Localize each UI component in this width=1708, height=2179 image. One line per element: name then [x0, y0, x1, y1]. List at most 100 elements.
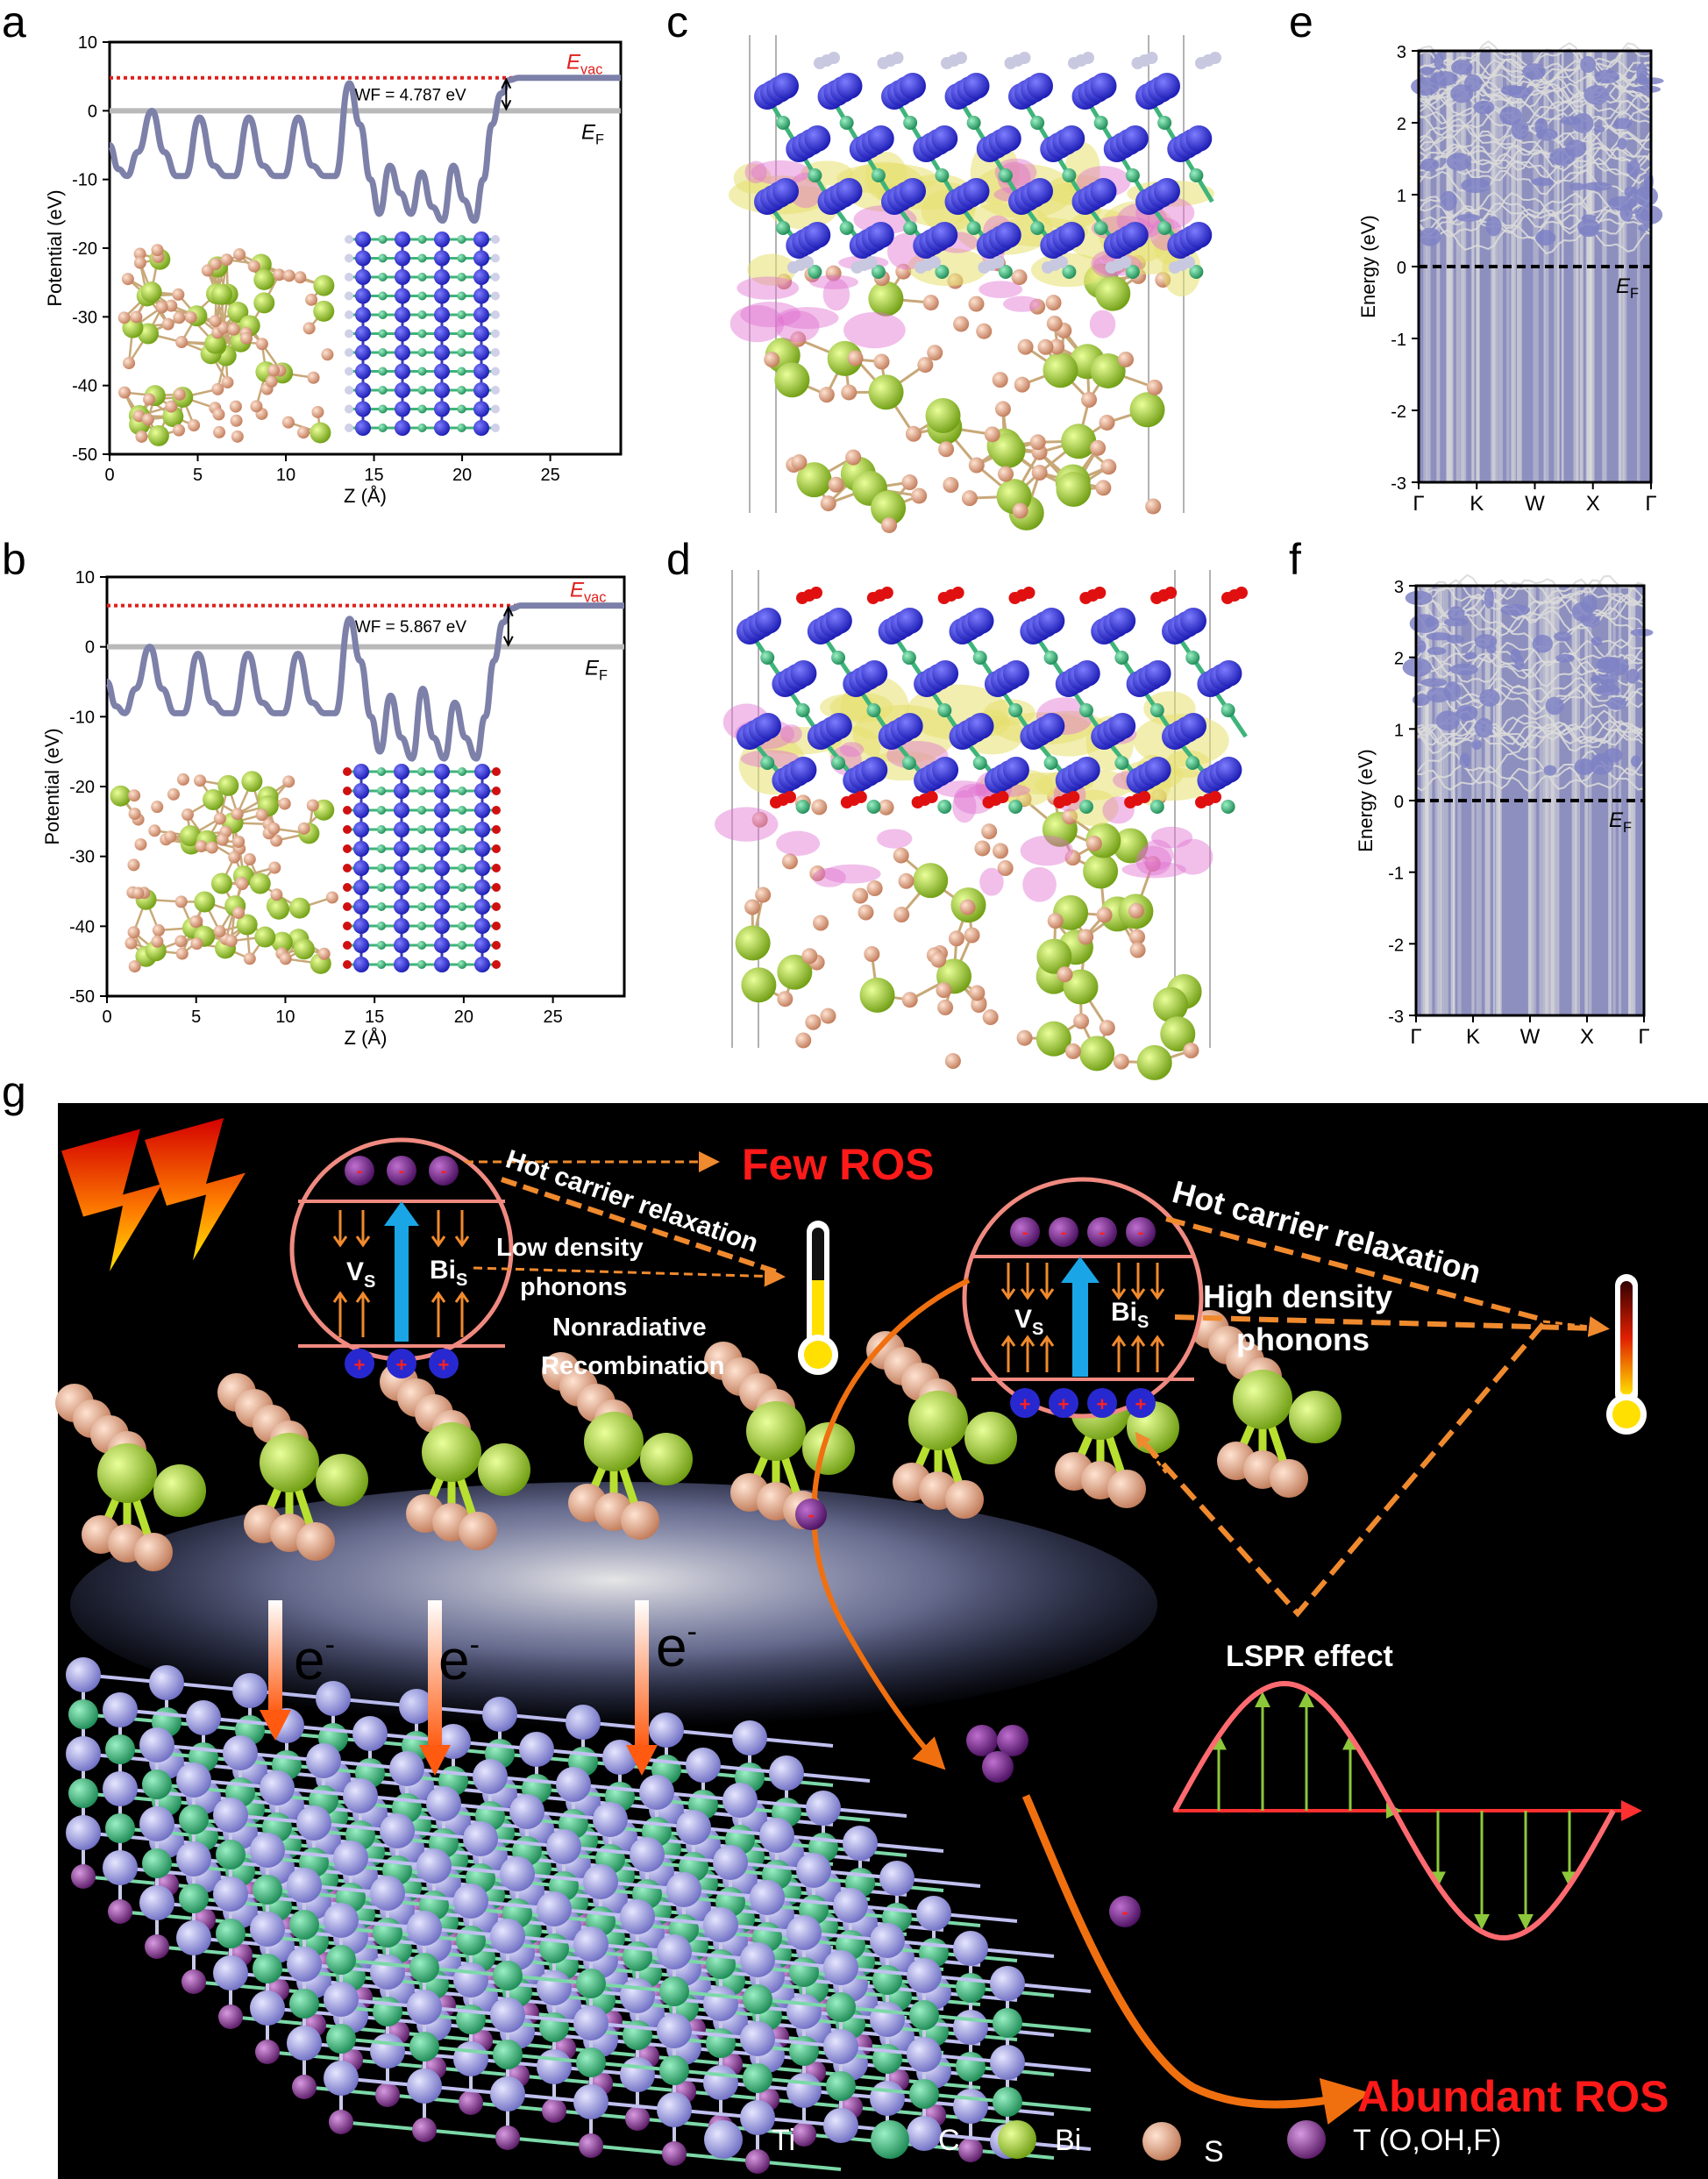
s-atom [125, 936, 138, 950]
s-atom [1099, 414, 1115, 431]
lightning-icon [145, 1118, 246, 1261]
c-atom [289, 1989, 319, 2019]
electron [429, 1156, 459, 1186]
s-atom [621, 1501, 659, 1540]
s-atom [294, 271, 307, 284]
s-atom [971, 997, 987, 1014]
fat-band-weight [1500, 603, 1531, 616]
c-atom [457, 386, 466, 395]
t-atom [459, 2090, 483, 2115]
bi-atom [1079, 1036, 1115, 1072]
c-atom [378, 329, 388, 338]
s-atom [229, 400, 242, 413]
bi-atom [310, 422, 331, 444]
ti-atom [867, 222, 894, 248]
ti-atom [836, 178, 863, 204]
hole-sign: + [438, 1354, 450, 1376]
c-atom [457, 404, 466, 414]
c-atom [903, 221, 918, 235]
fat-band-weight [1613, 117, 1633, 130]
bi-atom [254, 926, 276, 948]
ti-atom [353, 937, 369, 953]
ti-atom [353, 899, 369, 915]
fat-band-weight [1594, 69, 1619, 84]
y-tick-label: -10 [72, 171, 97, 190]
charge-depletion [729, 305, 785, 343]
panel-label-d: d [666, 535, 691, 584]
relaxation-arrowhead [431, 1291, 446, 1303]
bi-atom [110, 785, 132, 807]
c-atom [417, 960, 426, 969]
c-atom [378, 404, 388, 414]
ti-atom [474, 918, 490, 934]
fat-band-weight [1463, 74, 1483, 92]
bi-atom [746, 1401, 806, 1461]
ti-atom [434, 764, 450, 780]
ti-atom [434, 307, 450, 323]
legend-s-label: S [1204, 2135, 1224, 2168]
electron-sign: - [1138, 1223, 1144, 1243]
thermometer-icon-low [798, 1221, 838, 1375]
y-tick-label: -30 [69, 848, 95, 867]
bi-atom [1136, 1044, 1172, 1080]
band-line [1418, 130, 1652, 156]
s-atom [173, 388, 186, 401]
s-atom [1012, 502, 1028, 519]
fat-band-weight [1405, 590, 1433, 606]
s-atom [148, 824, 161, 837]
s-atom [878, 799, 894, 815]
fat-band-weight [1411, 77, 1440, 96]
terminal-atom [810, 587, 822, 599]
s-atom [981, 823, 998, 840]
s-atom [998, 466, 1014, 482]
vs-label: VS [1014, 1305, 1043, 1339]
c-atom [378, 386, 388, 395]
terminal-atom [492, 844, 501, 853]
c-atom [831, 756, 846, 770]
fat-band-weight [1591, 637, 1603, 646]
s-atom [1029, 298, 1046, 315]
ti-atom [963, 178, 990, 204]
band-line [1418, 208, 1652, 236]
terminal-atom [343, 941, 352, 950]
mxene-bi2s3-structure [55, 1310, 1341, 2174]
s-atom [1129, 929, 1146, 945]
s-atom [217, 322, 230, 335]
bi-atom [1233, 1370, 1292, 1429]
hole [1049, 1388, 1078, 1418]
c-atom [901, 756, 916, 770]
ti-atom [990, 2045, 1025, 2080]
bi-atom [260, 1433, 319, 1492]
s-atom [165, 299, 178, 312]
legend-ti-label: Ti [772, 2124, 795, 2157]
ti-atom [967, 608, 994, 634]
c-atom [966, 221, 981, 235]
bond [423, 2128, 509, 2140]
fat-band-weight [1420, 67, 1434, 76]
ti-atom [434, 401, 450, 417]
ros-path-arrow [1021, 1794, 1370, 2126]
s-atom [282, 775, 295, 788]
legend-c-icon [871, 2120, 909, 2159]
s-atom [893, 907, 910, 923]
s-atom [795, 1032, 812, 1049]
c-atom [142, 1770, 172, 1799]
ti-atom [703, 1986, 738, 2021]
c-atom [458, 844, 466, 853]
ti-atom [186, 1700, 221, 1735]
relaxation-arrowhead [1000, 1335, 1016, 1347]
bi-atom [236, 914, 258, 936]
terminal-atom [491, 386, 500, 395]
s-atom [818, 387, 835, 403]
ti-atom [434, 382, 450, 398]
s-atom [1081, 391, 1098, 408]
ti-atom [843, 1826, 878, 1861]
ti-atom [473, 382, 489, 398]
c-atom [826, 2071, 856, 2101]
s-atom [167, 787, 180, 801]
relaxation-arrowhead [1111, 1335, 1127, 1347]
s-atom [805, 1014, 822, 1030]
electron-label: e- [294, 1628, 335, 1691]
ti-atom [1180, 608, 1206, 634]
